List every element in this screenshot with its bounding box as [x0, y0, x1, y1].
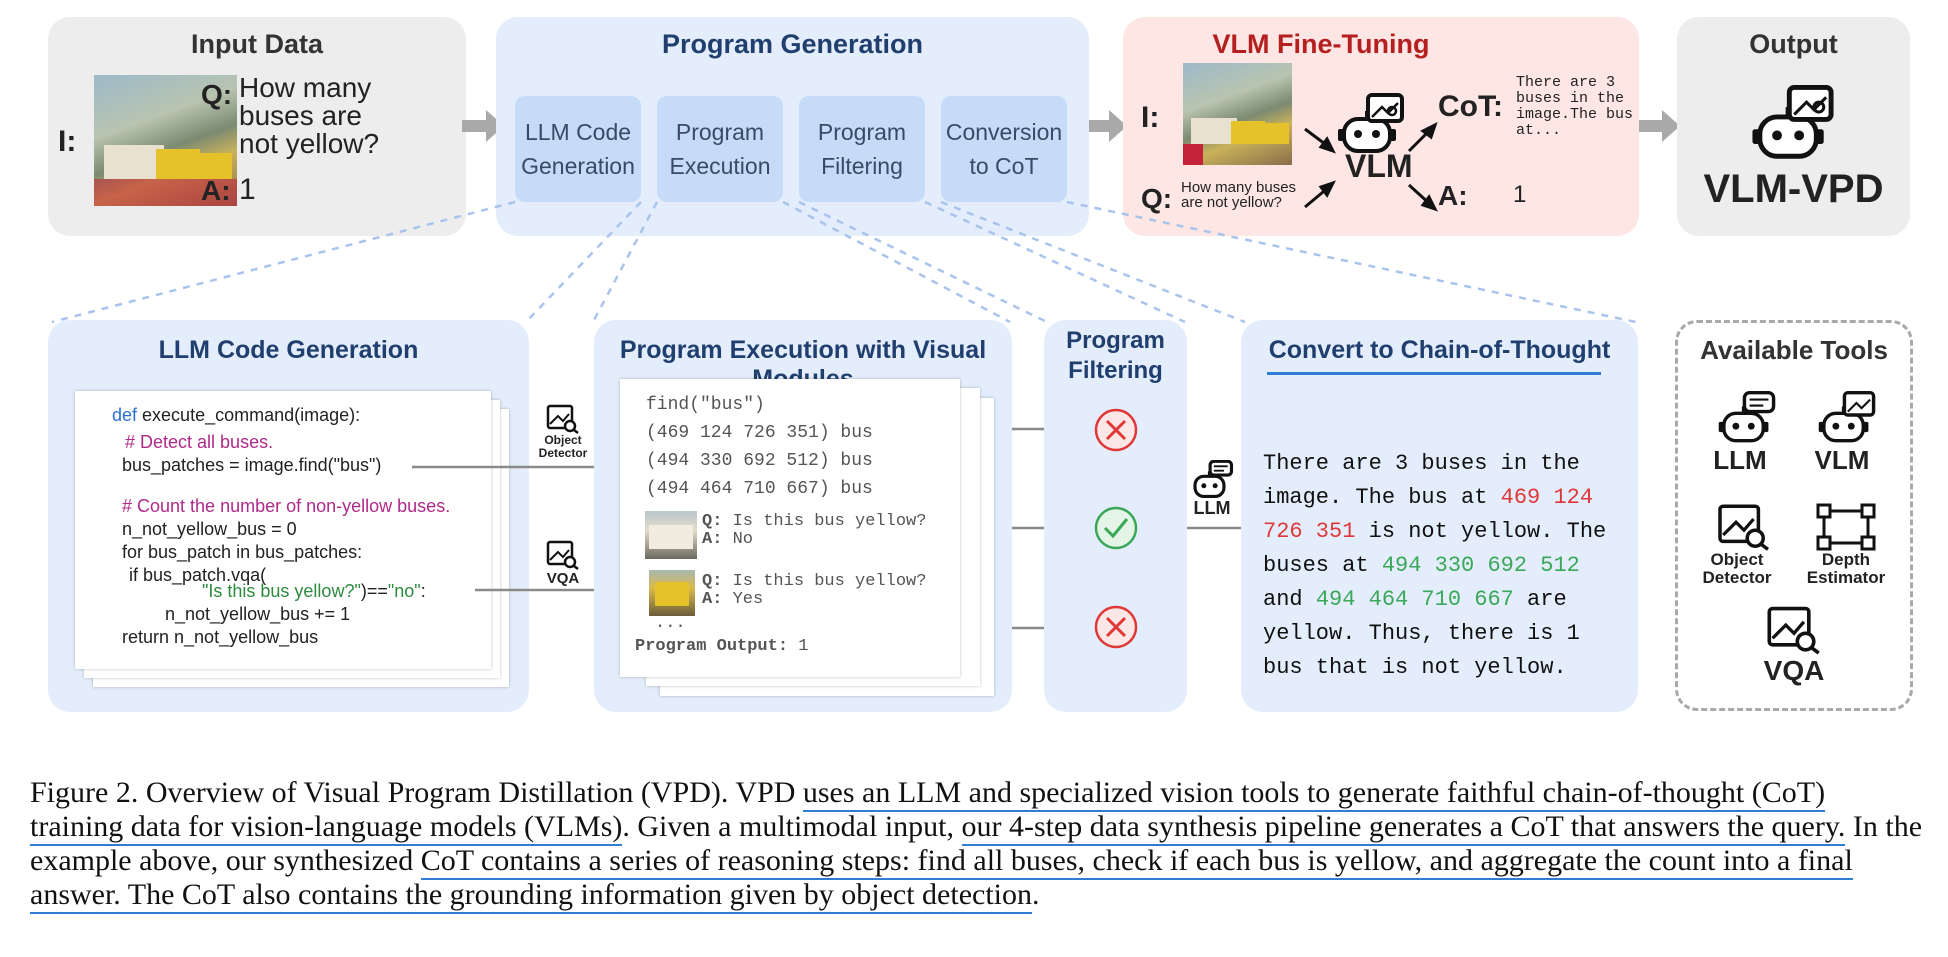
accept-icon — [1094, 506, 1138, 550]
caption-highlight-1: uses an LLM and specialized vision tools… — [30, 776, 1826, 846]
step-program-execution: Program Execution — [657, 96, 783, 202]
vqa2-question: Q: Is this bus yellow? — [702, 572, 927, 591]
output-robot-icon — [1752, 85, 1834, 159]
code-line-10: return n_not_yellow_bus — [122, 627, 319, 647]
program-generation-title: Program Generation — [661, 29, 924, 59]
output-panel: Output VLM-VPD — [1677, 17, 1910, 236]
vqa1-answer: A: No — [702, 530, 754, 549]
code-line-1: def execute_command(image): — [112, 405, 361, 425]
tool-vlm-label: VLM — [1814, 445, 1870, 475]
answer-label: A: — [201, 175, 231, 206]
vqa-label: VQA — [546, 570, 580, 587]
code-line-6: for bus_patch in bus_patches: — [122, 542, 363, 562]
tool-object-detector-icon — [1718, 504, 1770, 551]
object-detector-label: Object Detector — [538, 433, 588, 460]
object-detector-icon — [546, 404, 579, 434]
llm-robot-icon — [1193, 460, 1234, 499]
ellipsis: ... — [655, 614, 686, 633]
question-label: Q: — [201, 79, 233, 110]
vlm-question-text: How many buses are not yellow? — [1181, 179, 1297, 211]
answer-text: 1 — [239, 173, 256, 206]
step-llm-code-generation: LLM Code Generation — [515, 96, 641, 202]
box-2: (494 330 692 512) bus — [646, 451, 873, 471]
program-filtering-title: Program Filtering — [1066, 327, 1165, 384]
input-image-label: I: — [58, 125, 77, 158]
input-data-title: Input Data — [191, 29, 323, 59]
vqa1-question: Q: Is this bus yellow? — [702, 512, 927, 531]
output-title: Output — [1749, 29, 1838, 59]
bus-photo — [94, 75, 237, 206]
figure-caption: Figure 2. Overview of Visual Program Dis… — [30, 776, 1925, 914]
step-program-filtering: Program Filtering — [799, 96, 925, 202]
vlm-answer-label: A: — [1438, 180, 1468, 211]
convert-cot-title: Convert to Chain-of-Thought — [1268, 336, 1611, 364]
vlm-bus-photo — [1183, 63, 1292, 165]
box-3: (494 464 710 667) bus — [646, 479, 873, 499]
dashed-connectors — [51, 200, 1637, 324]
vlm-finetuning-panel: VLM Fine-Tuning I: Q: How many buses are… — [1123, 17, 1639, 236]
code-line-3: bus_patches = image.find("bus") — [122, 455, 382, 475]
vlm-image-label: I: — [1141, 101, 1160, 134]
convert-cot-panel: Convert to Chain-of-Thought There are 3 … — [1241, 320, 1638, 712]
bus-crop-2 — [649, 570, 695, 616]
cot-output-text: There are 3 buses in the image. The bus … — [1263, 451, 1607, 680]
vlm-arrows — [1304, 122, 1438, 212]
output-model-name: VLM-VPD — [1703, 167, 1884, 211]
find-call: find("bus") — [646, 395, 765, 415]
cot-label: CoT: — [1438, 90, 1503, 123]
available-tools-title: Available Tools — [1700, 335, 1888, 365]
tool-depth-estimator-icon — [1816, 503, 1876, 551]
tool-vqa-label: VQA — [1763, 655, 1825, 686]
caption-highlight-3: CoT contains a series of reasoning steps… — [30, 844, 1853, 914]
vlm-robot-icon — [1338, 93, 1404, 153]
program-output: Program Output: 1 — [635, 637, 809, 656]
code-line-7: if bus_patch.vqa( — [124, 565, 267, 585]
llm-label: LLM — [1193, 498, 1231, 518]
code-line-5: n_not_yellow_bus = 0 — [122, 519, 297, 539]
tool-llm-label: LLM — [1713, 445, 1767, 475]
vlm-answer-text: 1 — [1513, 181, 1527, 208]
available-tools-panel: Available Tools LLM VLM Object Detector … — [1675, 320, 1913, 711]
input-data-panel: Input Data I: Q: How many buses are not … — [48, 17, 466, 236]
code-line-4: # Count the number of non-yellow buses. — [122, 496, 451, 516]
caption-highlight-2: our 4-step data synthesis pipeline gener… — [961, 810, 1846, 846]
tool-object-detector-label: Object Detector — [1702, 550, 1772, 587]
code-line-2: # Detect all buses. — [120, 432, 274, 452]
code-line-9: n_not_yellow_bus += 1 — [165, 604, 351, 624]
vqa-icon — [546, 540, 579, 570]
vlm-finetuning-title: VLM Fine-Tuning — [1212, 29, 1430, 59]
tool-vlm-icon — [1818, 391, 1876, 443]
vqa2-answer: A: Yes — [702, 590, 764, 609]
vlm-question-label: Q: — [1141, 183, 1173, 214]
tool-depth-estimator-label: Depth Estimator — [1806, 550, 1886, 587]
code-line-8: "Is this bus yellow?")=="no": — [202, 581, 426, 601]
llm-code-generation-title: LLM Code Generation — [158, 336, 419, 364]
top-flow-arrows — [462, 110, 1680, 142]
tool-llm-icon — [1718, 391, 1776, 443]
code-sheet — [75, 391, 491, 669]
tool-vqa-icon — [1767, 606, 1820, 655]
cot-text: There are 3 buses in the image.The bus a… — [1516, 74, 1634, 139]
question-text: How many buses are not yellow? — [239, 72, 380, 159]
step-conversion-to-cot: Conversion to CoT — [941, 96, 1067, 202]
vlm-model-label: VLM — [1345, 148, 1413, 184]
reject-icon-1 — [1094, 408, 1138, 452]
box-1: (469 124 726 351) bus — [646, 423, 873, 443]
convert-cot-title-underline — [1267, 372, 1601, 375]
bus-crop-1 — [645, 511, 697, 559]
reject-icon-2 — [1094, 605, 1138, 649]
